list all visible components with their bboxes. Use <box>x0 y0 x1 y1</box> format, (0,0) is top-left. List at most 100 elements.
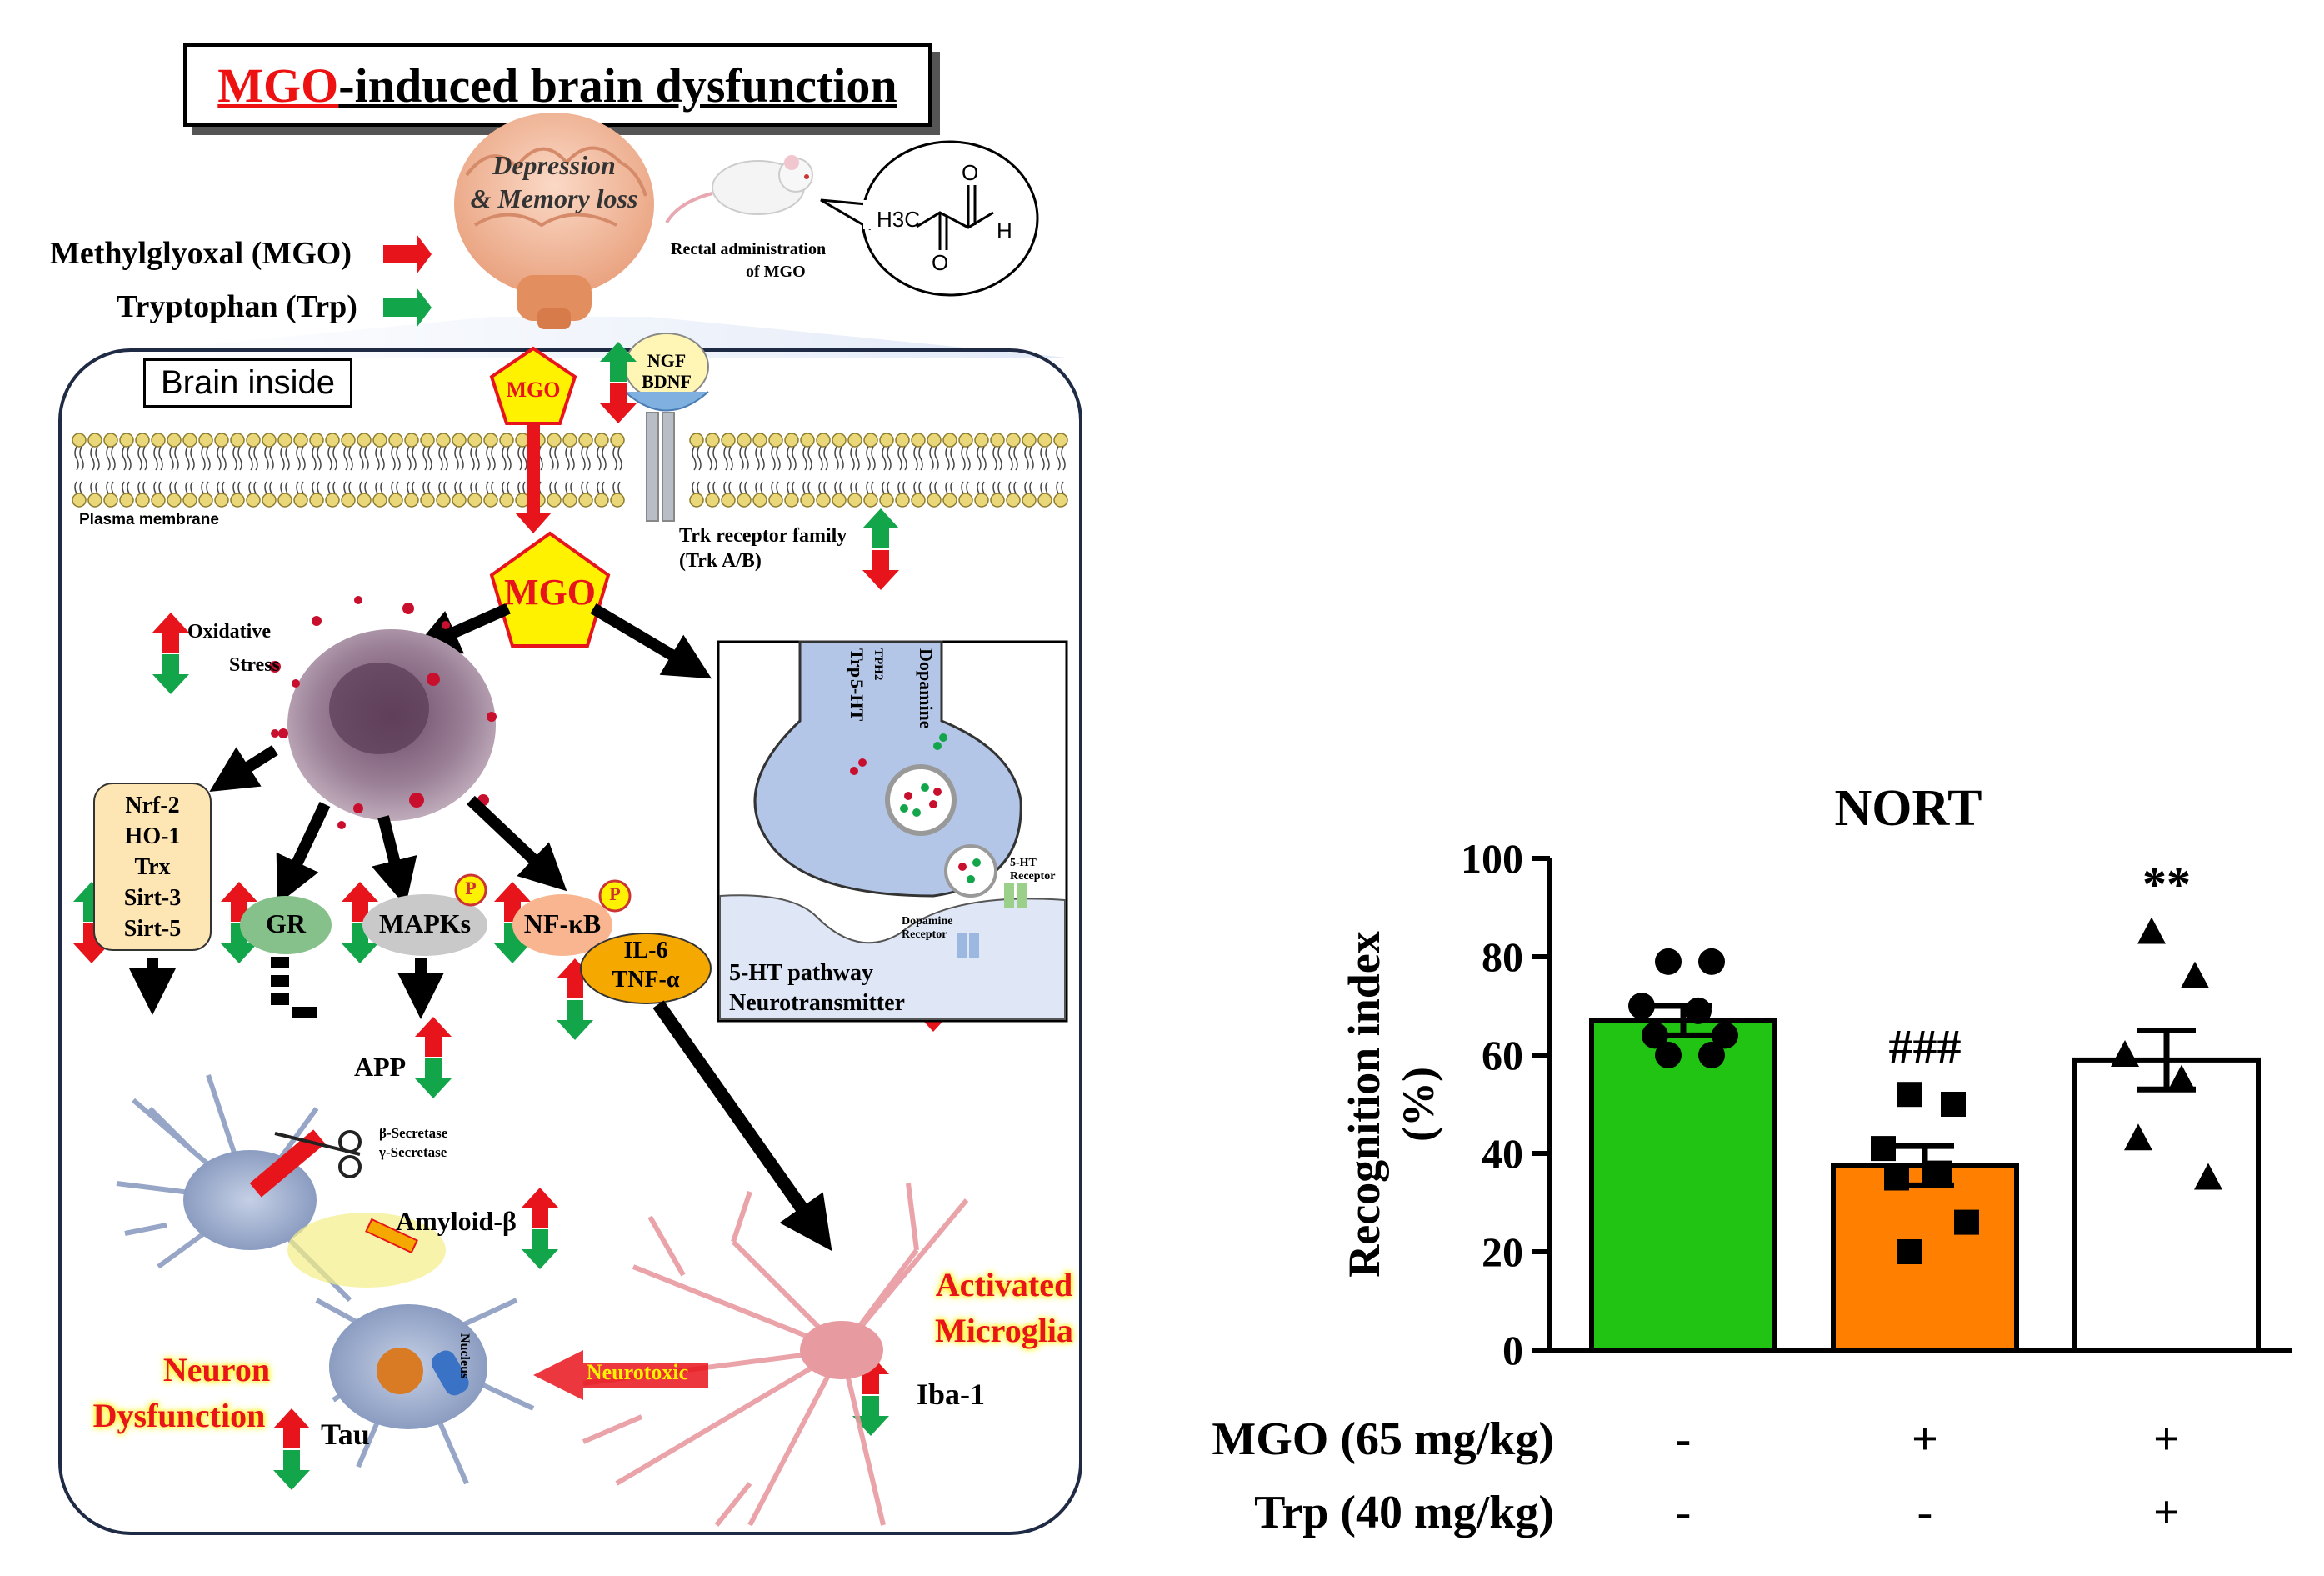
y-tick-label: 60 <box>1482 1032 1523 1078</box>
data-point <box>1927 1160 1952 1186</box>
bar <box>1589 1018 1777 1353</box>
lipid-head <box>182 493 197 508</box>
data-point <box>2167 1064 2196 1092</box>
lipid-head <box>705 433 720 448</box>
lipid-tail <box>549 446 559 494</box>
lipid-head <box>404 493 419 508</box>
lipid-tail <box>359 446 369 494</box>
data-point <box>2137 917 2166 944</box>
lipid-head <box>198 433 213 448</box>
lipid-tail <box>486 446 496 494</box>
data-point <box>1712 1022 1738 1049</box>
synapse-5ht: 5-HT <box>847 679 867 722</box>
significance-label: ** <box>2142 858 2191 912</box>
lipid-head <box>1006 493 1021 508</box>
lipid-head <box>357 433 372 448</box>
nrf-item: Trx <box>134 854 171 880</box>
molecule-h3c: H3C <box>877 207 921 232</box>
data-point <box>1871 1136 1896 1162</box>
bar <box>1831 1163 2019 1353</box>
p-badge-nfkb: P <box>609 883 621 904</box>
lipid-head <box>182 433 197 448</box>
lipid-head <box>547 493 562 508</box>
mgo-big-label: MGO <box>504 572 596 613</box>
pathway-label-1: 5-HT pathway <box>729 960 873 986</box>
lipid-head <box>610 433 625 448</box>
lipid-head <box>594 433 609 448</box>
synapse-5ht-receptor: 5-HT Receptor <box>1010 857 1056 883</box>
lipid-tail <box>597 446 607 494</box>
lipid-tail <box>913 446 923 494</box>
lipid-head <box>277 433 292 448</box>
lipid-tail <box>866 446 876 494</box>
up-down-arrow-icon <box>152 613 189 694</box>
lipid-head <box>372 493 387 508</box>
lipid-head <box>895 493 910 508</box>
plasma-membrane-bilayer <box>72 433 1068 508</box>
lipid-head <box>230 493 245 508</box>
lipid-head <box>562 433 577 448</box>
lipid-head <box>262 493 277 508</box>
lipid-tail <box>612 446 622 494</box>
lipid-head <box>816 433 831 448</box>
lipid-head <box>293 433 308 448</box>
lipid-head <box>768 493 783 508</box>
lipid-head <box>768 433 783 448</box>
lipid-head <box>562 493 577 508</box>
lipid-head <box>879 433 894 448</box>
lipid-tail <box>1024 446 1034 494</box>
y-tick-label: 0 <box>1502 1327 1523 1373</box>
trk-label-2: (Trk A/B) <box>679 550 762 572</box>
data-point <box>1897 1239 1922 1264</box>
lipid-tail <box>185 446 195 494</box>
lipid-head <box>151 493 166 508</box>
lipid-tail <box>375 446 385 494</box>
lipid-head <box>927 493 942 508</box>
lipid-head <box>737 433 752 448</box>
lipid-head <box>578 433 593 448</box>
lipid-tail <box>723 446 733 494</box>
lipid-head <box>847 433 862 448</box>
condition-row-label: MGO (65 mg/kg) <box>1212 1413 1554 1465</box>
lipid-tail <box>517 446 527 494</box>
lipid-head <box>436 433 451 448</box>
lipid-head <box>372 433 387 448</box>
data-point <box>2111 1040 2139 1067</box>
up-down-arrow-icon <box>862 508 899 590</box>
lipid-head <box>467 433 482 448</box>
tnfa-label: TNF-α <box>612 967 680 993</box>
oxidative-label-1: Oxidative <box>187 621 271 643</box>
lipid-head <box>737 493 752 508</box>
microglia-label-1: Activated <box>935 1266 1073 1303</box>
lipid-head <box>388 493 403 508</box>
p-badge-mapks: P <box>465 878 477 898</box>
lipid-tail <box>897 446 907 494</box>
lipid-head <box>1022 433 1037 448</box>
lipid-tail <box>470 446 480 494</box>
lipid-tail <box>137 446 147 494</box>
lipid-head <box>151 433 166 448</box>
app-label: APP <box>354 1052 407 1082</box>
data-point <box>2124 1123 2152 1151</box>
lipid-tail <box>122 446 132 494</box>
lipid-tail <box>454 446 464 494</box>
lipid-head <box>72 433 87 448</box>
lipid-tail <box>1056 446 1066 494</box>
tau-label: Tau <box>321 1418 370 1451</box>
mapks-label: MAPKs <box>378 908 472 938</box>
lipid-tail <box>882 446 892 494</box>
lipid-head <box>404 433 419 448</box>
data-point <box>1655 948 1682 975</box>
brain-inside-label: Brain inside <box>143 358 353 408</box>
neuron-label-2: Dysfunction <box>92 1397 266 1434</box>
lipid-head <box>309 433 324 448</box>
nrf-list: Nrf-2 HO-1 Trx Sirt-3 Sirt-5 <box>94 790 211 944</box>
lipid-head <box>1037 433 1052 448</box>
title-mgo: MGO <box>217 58 339 113</box>
neuron-label-1: Neuron <box>162 1351 271 1388</box>
lipid-head <box>103 433 118 448</box>
lipid-tail <box>961 446 971 494</box>
lipid-head <box>167 433 182 448</box>
beta-secretase-label: β-Secretase <box>379 1125 448 1141</box>
data-point <box>1698 948 1725 975</box>
